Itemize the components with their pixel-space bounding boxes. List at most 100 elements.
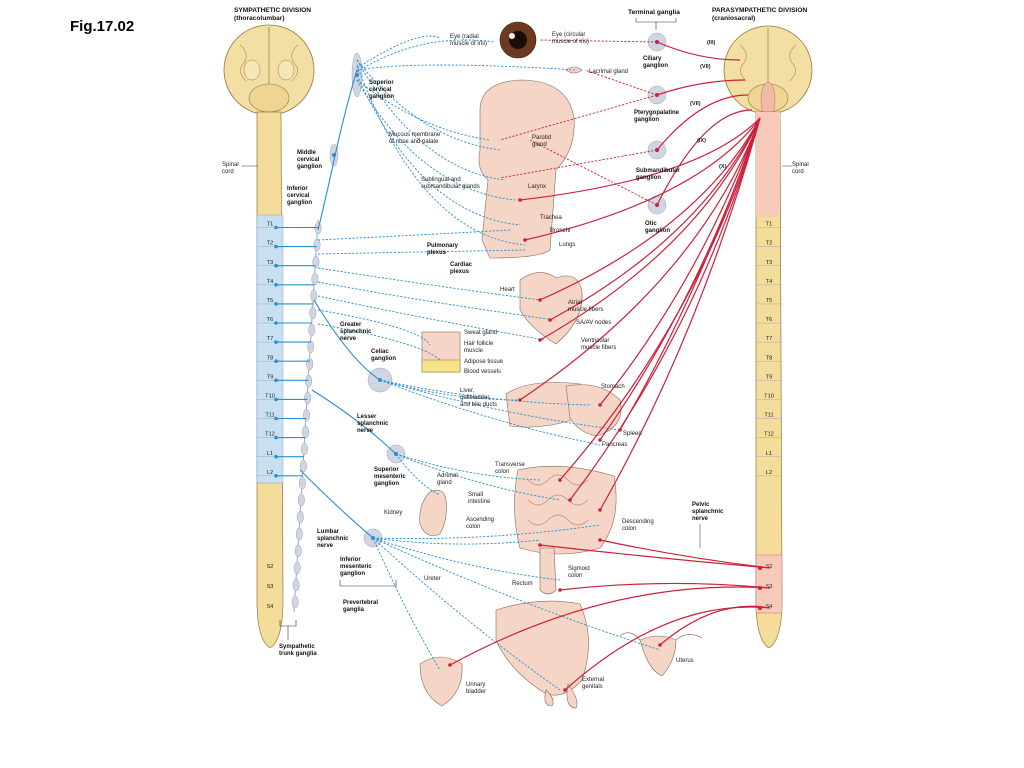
label-ureter: Ureter [424, 576, 441, 582]
label-small-int-1: Small [468, 492, 483, 498]
sympathetic-cell-body [274, 321, 278, 325]
adrenal-kidney [419, 489, 447, 536]
label-inferior-mesenteric-2: mesenteric [340, 564, 372, 570]
parasympathetic-terminal-ganglion [598, 438, 602, 442]
pelvic-splanchnic-branch [559, 582, 771, 591]
right-sacral-label-s4: S4 [766, 604, 773, 610]
label-submandibular-2: ganglion [636, 175, 661, 181]
cranial-nerve-ix: (IX) [697, 138, 706, 144]
vagus-nerve-branch [599, 117, 761, 441]
pelvic-splanchnic-branch [539, 544, 771, 569]
sympathetic-pathways [274, 35, 661, 691]
trunk-ganglion [303, 408, 311, 422]
parasympathetic-terminal-ganglion [658, 643, 662, 647]
label-descending-2: colon [622, 526, 636, 532]
parasympathetic-terminal-ganglion [448, 663, 452, 667]
label-lesser-splanchnic-1: Lesser [357, 414, 377, 420]
sympathetic-postganglionic-abdomen [379, 379, 601, 446]
sympathetic-trunk-chain [291, 219, 322, 613]
sympathetic-postganglionic-thorax [317, 295, 546, 341]
intestines [514, 465, 617, 555]
label-eye-circular-1: Eye (circular [552, 32, 585, 38]
label-eye-circular-2: muscle of iris) [552, 39, 589, 45]
sympathetic-postganglionic-abdomen [395, 453, 541, 481]
cranial-nerve-iii: (III) [707, 40, 716, 46]
stomach [565, 384, 622, 437]
vagus-nerve-branch [549, 117, 761, 321]
left-sacral-label-s3: S3 [267, 584, 274, 590]
label-lacrimal: Lacrimal gland [589, 69, 628, 75]
parasympathetic-cell-body [655, 40, 659, 44]
pelvis-male [495, 600, 589, 696]
right-segment-label-t2: T2 [766, 241, 773, 247]
label-greater-splanchnic-3: nerve [340, 336, 357, 342]
right-segment-label-t11: T11 [764, 413, 773, 419]
label-bladder-2: bladder [466, 689, 486, 695]
sympathetic-ganglion-cell [332, 153, 336, 157]
label-adrenal-2: gland [437, 480, 452, 486]
label-pulmonary-1: Pulmonary [427, 243, 459, 249]
parasympathetic-terminal-ganglion [558, 588, 562, 592]
label-hair-1: Hair follicle [464, 341, 494, 347]
label-otic-2: ganglion [645, 228, 670, 234]
label-genitals-2: genitals [582, 684, 603, 690]
label-lumbar-splanchnic-3: nerve [317, 543, 334, 549]
parasympathetic-terminal-ganglion [538, 298, 542, 302]
figure-label: Fig.17.02 [70, 18, 135, 35]
sympathetic-postganglionic-head [356, 64, 526, 246]
label-mucous-1: Mucous membrane [389, 132, 441, 138]
label-pterygopalatine-2: ganglion [634, 117, 659, 123]
label-superior-cervical-1: Superior [369, 80, 394, 86]
left-segment-label-t2: T2 [267, 241, 274, 247]
parasympathetic-postganglionic-head [499, 149, 658, 179]
label-middle-cervical-2: cervical [297, 157, 320, 163]
label-ascending-2: colon [466, 524, 480, 530]
label-transverse-2: colon [495, 469, 509, 475]
left-spinal-cord-label-2: cord [222, 169, 234, 175]
uterus [639, 635, 677, 677]
sympathetic-postganglionic-head [356, 35, 441, 69]
label-lumbar-splanchnic-1: Lumbar [317, 529, 340, 535]
label-superior-mesenteric-3: ganglion [374, 481, 399, 487]
rectum [539, 547, 557, 595]
label-inferior-cervical-2: cervical [287, 193, 310, 199]
sympathetic-postganglionic-head [356, 74, 521, 226]
pelvic-splanchnic-branch [599, 539, 771, 569]
urinary-bladder [419, 656, 463, 707]
vagus-nerve-branch [599, 117, 761, 511]
sympathetic-cell-body [274, 454, 278, 459]
right-segment-label-l2: L2 [766, 470, 772, 476]
label-ventricular-1: Ventricular [581, 338, 609, 344]
parasympathetic-terminal-ganglion [558, 478, 562, 482]
sympathetic-postganglionic-abdomen [372, 524, 601, 540]
right-segment-label-t9: T9 [766, 374, 773, 380]
right-segment-label-l1: L1 [766, 451, 772, 457]
label-trachea: Trachea [540, 215, 562, 221]
left-segment-label-t1: T1 [267, 222, 274, 228]
label-larynx: Larynx [528, 184, 546, 190]
sympathetic-postganglionic-thorax [317, 249, 526, 255]
label-pancreas: Pancreas [602, 442, 627, 448]
parasympathetic-terminal-ganglion [538, 543, 542, 547]
label-transverse-1: Transverse [495, 462, 525, 468]
label-hair-2: muscle [464, 348, 484, 354]
sympathetic-postganglionic-abdomen [372, 537, 541, 545]
right-segment-label-t4: T4 [766, 279, 773, 285]
label-submandibular-1: Submandibular [636, 168, 680, 174]
lesser-splanchnic-nerve [311, 389, 397, 455]
sympathetic-postganglionic-abdomen [372, 537, 561, 691]
label-cardiac-1: Cardiac [450, 262, 473, 268]
parasympathetic-postganglionic-head [584, 69, 658, 96]
label-superior-cervical-2: cervical [369, 87, 392, 93]
left-segment-label-t10: T10 [265, 393, 275, 399]
sympathetic-cell-body [274, 435, 278, 440]
label-sublingual-1: Sublingual and [421, 177, 461, 183]
label-lesser-splanchnic-3: nerve [357, 428, 374, 434]
sympathetic-postganglionic-abdomen [395, 453, 441, 496]
label-greater-splanchnic-1: Greater [340, 322, 362, 328]
label-mucous-2: of nose and palate [389, 139, 439, 145]
parasympathetic-cell-body [655, 93, 659, 97]
fallopian-tubes [619, 632, 703, 641]
